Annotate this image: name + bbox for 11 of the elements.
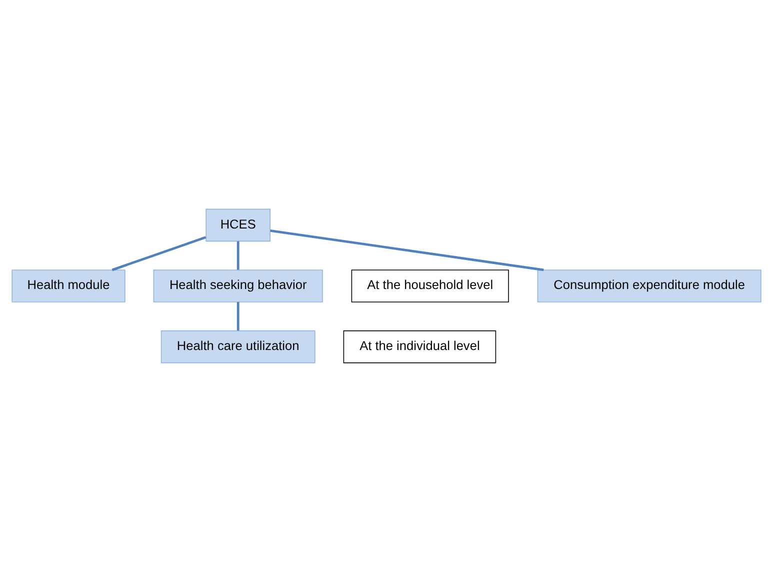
node-box: Consumption expenditure module [537,269,762,302]
node-box: Health seeking behavior [153,269,323,302]
connector [112,236,206,271]
connector [236,302,240,330]
node-box: Health care utilization [160,330,316,363]
label: At the household level [367,276,494,292]
connector [270,228,544,271]
label: At the individual level [360,337,480,352]
node-box: Health module [12,269,126,302]
connector [236,240,240,270]
node-box: HCES [206,208,270,242]
